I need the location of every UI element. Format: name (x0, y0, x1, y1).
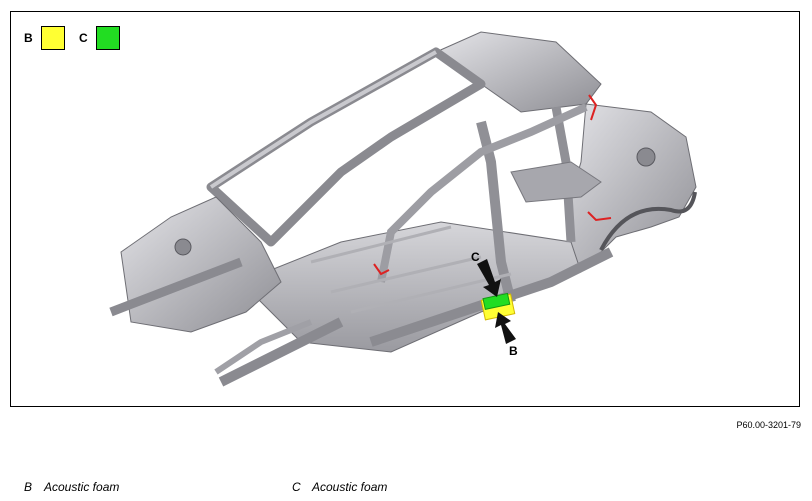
weld-mark (373, 263, 390, 276)
caption-text-c: Acoustic foam (312, 480, 388, 494)
roof-rail (377, 103, 588, 283)
callout-c: C (471, 250, 480, 264)
c-pillar (551, 106, 576, 243)
front-crossmember (214, 319, 313, 375)
arrow-b (495, 312, 516, 344)
figure-id: P60.00-3201-79 (736, 420, 801, 430)
caption-text-b: Acoustic foam (44, 480, 120, 494)
car-body-illustration (109, 31, 697, 387)
windshield-frame (206, 47, 486, 247)
caption-letter-b: B (24, 480, 33, 494)
rear-wheel-arch (599, 191, 697, 251)
caption-letter-c: C (292, 480, 301, 494)
acoustic-foam-c (482, 292, 511, 310)
front-rail-left (109, 257, 243, 317)
callout-b: B (509, 344, 518, 358)
arrow-c (477, 259, 501, 297)
b-pillar (476, 120, 516, 304)
diagram-frame: B C (10, 11, 800, 407)
roof-panel (434, 31, 602, 113)
weld-mark (587, 211, 612, 222)
weld-mark (588, 94, 598, 121)
legend-swatch-yellow (40, 26, 65, 50)
legend-key-b: B (24, 26, 65, 50)
front-structure (120, 196, 282, 333)
caption-c: C Acoustic foam (292, 480, 387, 494)
caption-b: B Acoustic foam (24, 480, 119, 494)
legend-letter-c: C (79, 31, 88, 45)
legend-letter-b: B (24, 31, 33, 45)
front-rail-right (218, 317, 344, 387)
legend-key-c: C (79, 26, 120, 50)
legend-swatch-green (95, 26, 120, 50)
